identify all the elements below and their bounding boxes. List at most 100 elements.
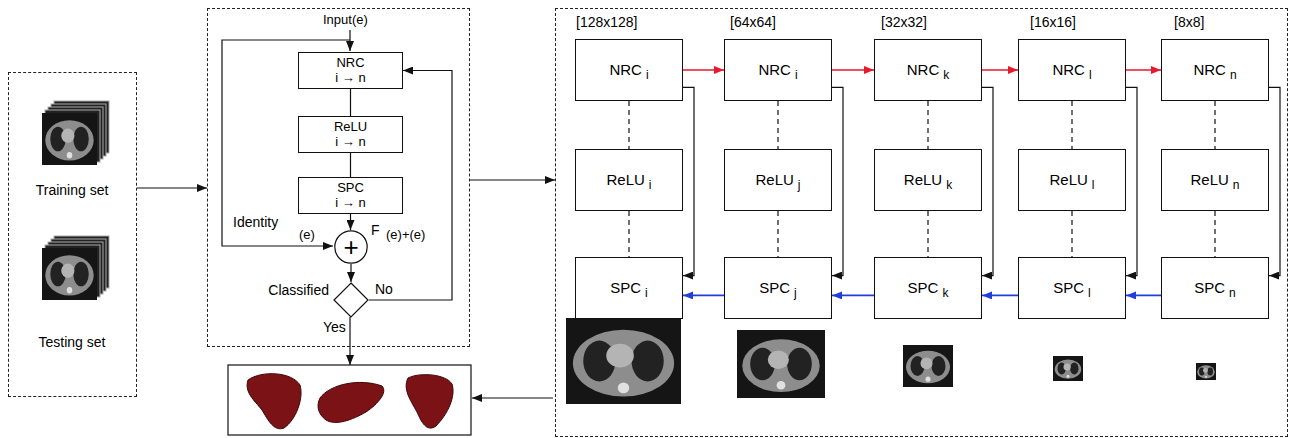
process-box: SPCi → n: [298, 177, 403, 214]
box-content: ReLUl: [1049, 171, 1094, 189]
connector: [1071, 211, 1072, 257]
box-title: SPC: [610, 279, 641, 296]
index-range: i → n: [335, 135, 365, 150]
output-arrow: [472, 397, 553, 398]
layer-index: l: [1088, 287, 1091, 301]
box-content: SPCi: [610, 279, 648, 297]
box-content: SPCk: [908, 279, 949, 297]
box-title: NRC: [336, 56, 364, 71]
connector: [683, 69, 724, 71]
box-content: SPCl: [1053, 279, 1091, 297]
layer-index: j: [794, 287, 797, 301]
training-image-stack: [42, 101, 109, 165]
panel-label: Testing set: [9, 334, 135, 350]
panel-label: [8x8]: [1174, 14, 1204, 30]
layer-box: SPCk: [874, 257, 982, 319]
box-content: ReLUn: [1190, 171, 1239, 189]
layer-index: n: [1229, 287, 1236, 301]
connector: [1126, 87, 1137, 275]
panel-label: [128x128]: [576, 14, 638, 30]
box-content: SPCj: [759, 279, 797, 297]
diamond-outline: [333, 282, 369, 318]
result-box: [228, 365, 471, 435]
connector: [350, 153, 351, 177]
layer-index: i: [646, 69, 649, 83]
connector: [777, 211, 778, 257]
plus-sign: +: [343, 234, 358, 260]
box-title: NRC: [758, 61, 791, 78]
box-content: NRCl: [1052, 61, 1091, 79]
box-content: NRCn: [1193, 61, 1236, 79]
layer-index: n: [1230, 69, 1237, 83]
layer-index: i: [649, 179, 652, 193]
connector: [982, 87, 993, 275]
box-content: SPCn: [1194, 279, 1236, 297]
process-box: ReLUi → n: [298, 116, 403, 153]
connector: [982, 69, 1018, 71]
annotation-label: (e): [298, 228, 316, 243]
box-title: SPC: [908, 279, 939, 296]
connector: [777, 101, 778, 149]
connector: [1071, 101, 1072, 149]
box-content: NRCk: [907, 61, 950, 79]
process-box: NRCi → n: [298, 52, 403, 89]
annotation-label: (e)+(e): [385, 228, 426, 243]
layer-box: NRC i: [724, 39, 832, 101]
layer-box: SPCl: [1018, 257, 1126, 319]
box-content: ReLUi: [606, 171, 651, 189]
box-title: SPC: [759, 279, 790, 296]
layer-index: l: [1089, 69, 1092, 83]
connector: [350, 214, 351, 230]
annotation-label: Identity: [232, 214, 279, 230]
connector: [832, 87, 843, 275]
connector: [350, 89, 351, 116]
box-content: ReLUi → n: [334, 120, 367, 150]
box-title: ReLU: [904, 171, 942, 188]
layer-index: i: [795, 69, 798, 83]
connector: [683, 87, 694, 275]
box-title: NRC: [907, 61, 940, 78]
panel-label: [64x64]: [730, 14, 776, 30]
connector: [982, 295, 1018, 297]
network-panel: [128x128][64x64][32x32][16x16][8x8]NRCiN…: [555, 8, 1288, 437]
layer-box: SPCi: [575, 257, 683, 319]
box-title: NRC: [609, 61, 642, 78]
layer-box: NRCk: [874, 39, 982, 101]
layer-box: ReLUl: [1018, 149, 1126, 211]
layer-box: ReLUk: [874, 149, 982, 211]
connector: [927, 101, 928, 149]
liver-renderings: [247, 374, 453, 429]
connector: [470, 179, 555, 180]
ct-thumbnails: [566, 318, 1216, 404]
box-content: NRCi → n: [335, 56, 365, 86]
layer-box: ReLU j: [724, 149, 832, 211]
box-content: NRCi: [758, 61, 797, 79]
panel-label: Input(e): [323, 13, 368, 28]
panel-label: Training set: [9, 182, 135, 198]
layer-box: SPC j: [724, 257, 832, 319]
box-content: NRCi: [609, 61, 648, 79]
layer-box: SPC n: [1161, 257, 1269, 319]
connector: [927, 211, 928, 257]
layer-index: k: [943, 69, 949, 83]
connector: [832, 69, 874, 71]
layer-index: l: [1092, 179, 1095, 193]
connector: [1214, 101, 1215, 149]
box-content: SPCi → n: [335, 181, 365, 211]
box-title: ReLU: [755, 171, 793, 188]
residual-block-panel: Input(e)NRCi → nReLUi → nSPCi → n+Classi…: [207, 8, 470, 347]
panel-label: [32x32]: [881, 14, 927, 30]
sum-circle: +: [334, 230, 368, 264]
box-content: ReLUj: [755, 171, 800, 189]
connector: [1126, 295, 1161, 297]
layer-box: NRC l: [1018, 39, 1126, 101]
box-title: NRC: [1052, 61, 1085, 78]
connector: [628, 101, 629, 149]
decision-label: Classified: [268, 282, 329, 298]
layer-index: j: [798, 179, 801, 193]
box-title: NRC: [1193, 61, 1226, 78]
box-title: SPC: [1194, 279, 1225, 296]
layer-box: ReLUn: [1161, 149, 1269, 211]
testing-image-stack: [42, 236, 109, 300]
box-title: ReLU: [334, 120, 367, 135]
